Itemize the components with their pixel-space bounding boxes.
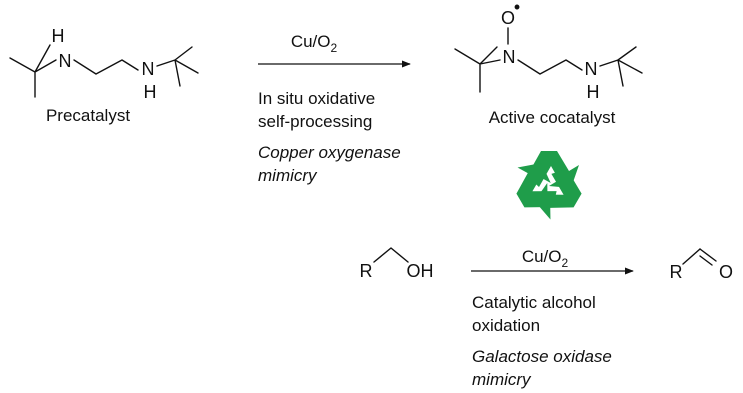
step2-italic-line1: Galactose oxidase (472, 347, 612, 366)
step2-italic-line2: mimicry (472, 370, 532, 389)
aldehyde-structure: R O (670, 248, 733, 282)
cocatalyst-bonds-left (454, 46, 501, 93)
precatalyst-label: Precatalyst (46, 106, 130, 125)
step2-reagent-sub: 2 (562, 256, 569, 270)
precatalyst-bonds-right (156, 46, 199, 87)
cocatalyst-structure: O • N N H (454, 0, 643, 102)
cocatalyst-n-right: N (585, 59, 598, 79)
recycle-icon (516, 151, 582, 220)
cocatalyst-n-left: N (503, 47, 516, 67)
cocatalyst-o: O (501, 8, 515, 28)
alcohol-bonds (373, 247, 409, 263)
precatalyst-n-left: N (59, 51, 72, 71)
precatalyst-structure: H N N H (9, 26, 199, 102)
step1-reagent: Cu/O2 (291, 32, 338, 55)
cocatalyst-h: H (587, 82, 600, 102)
aldehyde-r: R (670, 262, 683, 282)
precatalyst-h-bottom: H (144, 82, 157, 102)
aldehyde-bond-single (682, 248, 701, 265)
alcohol-r: R (360, 261, 373, 281)
recycle-arrow-left (516, 162, 557, 208)
step1-italic-line2: mimicry (258, 166, 318, 185)
cocatalyst-bonds-right (599, 46, 643, 87)
aldehyde-o: O (719, 262, 733, 282)
aldehyde-bond-double (699, 248, 717, 266)
step1-reagent-sub: 2 (331, 41, 338, 55)
alcohol-oh: OH (407, 261, 434, 281)
step1-desc-line2: self-processing (258, 112, 372, 131)
precatalyst-n-right: N (142, 59, 155, 79)
step1-reagent-main: Cu/O (291, 32, 331, 51)
precatalyst-bonds-chain (73, 59, 139, 75)
step1-italic-line1: Copper oxygenase (258, 143, 401, 162)
step2-reagent-main: Cu/O (522, 247, 562, 266)
cocatalyst-label: Active cocatalyst (489, 108, 616, 127)
step2-desc-line2: oxidation (472, 316, 540, 335)
cocatalyst-radical-dot: • (514, 0, 520, 17)
step2-desc-line1: Catalytic alcohol (472, 293, 596, 312)
cocatalyst-bonds-chain (517, 59, 583, 75)
precatalyst-h-top: H (52, 26, 65, 46)
step2-reagent: Cu/O2 (522, 247, 569, 270)
step1-desc-line1: In situ oxidative (258, 89, 375, 108)
precatalyst-bonds-left (9, 44, 57, 98)
alcohol-structure: R OH (360, 247, 434, 281)
